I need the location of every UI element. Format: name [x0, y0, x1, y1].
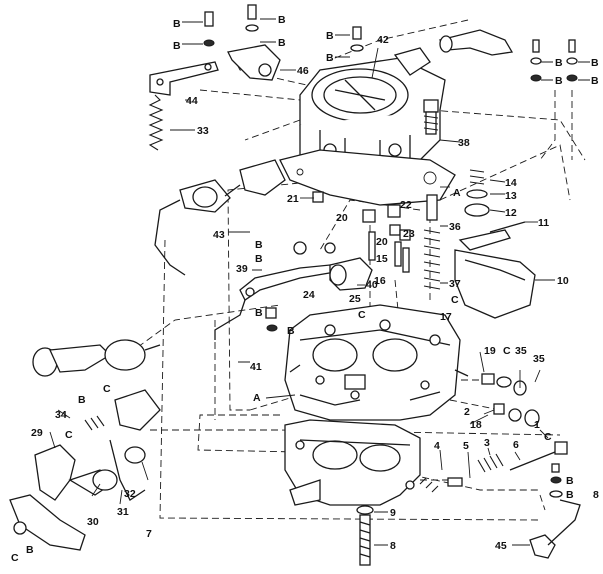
lever-44 — [149, 61, 219, 96]
label-b: B — [78, 394, 86, 406]
label-34: 34 — [55, 409, 67, 421]
needle-valve-38 — [423, 99, 439, 135]
label-42: 42 — [377, 34, 389, 46]
label-32: 32 — [124, 488, 136, 500]
label-b: B — [255, 307, 263, 319]
leader-lines — [49, 18, 590, 546]
screws-right — [481, 373, 540, 427]
label-37: 37 — [449, 278, 461, 290]
label-25: 25 — [349, 293, 361, 305]
label-20: 20 — [336, 212, 348, 224]
label-c: C — [103, 383, 111, 395]
link-46 — [227, 44, 281, 81]
label-b: B — [26, 544, 34, 556]
label-35: 35 — [533, 353, 545, 365]
label-b: B — [566, 475, 574, 487]
label-10: 10 — [557, 275, 569, 287]
label-b: B — [555, 57, 563, 69]
label-2: 2 — [464, 406, 470, 418]
choke-lever — [32, 339, 161, 377]
label-4: 4 — [434, 440, 440, 452]
label-41: 41 — [250, 361, 262, 373]
float-10 — [454, 229, 536, 319]
label-24: 24 — [303, 289, 315, 301]
throttle-body — [284, 419, 421, 506]
label-22: 22 — [400, 199, 412, 211]
label-b: B — [278, 37, 286, 49]
label-b: B — [591, 57, 599, 69]
left-linkage — [9, 389, 161, 551]
label-38: 38 — [458, 137, 470, 149]
label-b: B — [326, 30, 334, 42]
bolt-bottom — [356, 505, 374, 566]
spring-33 — [148, 94, 164, 151]
label-b: B — [173, 18, 181, 30]
label-7: 7 — [146, 528, 152, 540]
callout-labels: B B B B B B B B B B B B B B B B B B C C … — [11, 14, 599, 564]
label-c: C — [544, 431, 552, 443]
label-a: A — [453, 187, 461, 199]
solenoid-40 — [329, 257, 373, 291]
label-46: 46 — [297, 65, 309, 77]
label-6: 6 — [513, 439, 519, 451]
bracket-43 — [154, 159, 286, 276]
label-44: 44 — [186, 95, 198, 107]
label-17: 17 — [440, 311, 452, 323]
label-14: 14 — [505, 177, 517, 189]
label-5: 5 — [463, 440, 469, 452]
carburetor-body — [284, 304, 469, 421]
label-29: 29 — [31, 427, 43, 439]
label-b: B — [591, 75, 599, 87]
label-18: 18 — [470, 419, 482, 431]
label-b: B — [255, 253, 263, 265]
label-19: 19 — [484, 345, 496, 357]
top-gasket — [279, 149, 456, 206]
jets-middle — [312, 191, 411, 273]
pump-parts — [423, 169, 490, 290]
label-9: 9 — [390, 507, 396, 519]
fuel-inlet-elbow — [438, 29, 514, 56]
label-c: C — [358, 309, 366, 321]
label-b: B — [255, 239, 263, 251]
screw-41-area — [265, 307, 278, 332]
label-13: 13 — [505, 190, 517, 202]
label-20: 20 — [376, 236, 388, 248]
label-45: 45 — [495, 540, 507, 552]
label-a: A — [253, 392, 261, 404]
label-33: 33 — [197, 125, 209, 137]
label-3: 3 — [484, 437, 490, 449]
label-31: 31 — [117, 506, 129, 518]
label-36: 36 — [449, 221, 461, 233]
label-12: 12 — [505, 207, 517, 219]
label-c: C — [11, 552, 19, 564]
label-8: 8 — [390, 540, 396, 552]
screws-top — [203, 4, 578, 82]
label-8: 8 — [593, 489, 599, 501]
idle-screws — [419, 441, 568, 493]
label-c: C — [503, 345, 511, 357]
label-b: B — [555, 75, 563, 87]
lever-45 — [529, 463, 581, 559]
label-c: C — [451, 294, 459, 306]
label-b: B — [173, 40, 181, 52]
float-pin-11 — [489, 221, 526, 233]
label-c: C — [65, 429, 73, 441]
label-15: 15 — [376, 253, 388, 265]
label-30: 30 — [87, 516, 99, 528]
label-b: B — [287, 325, 295, 337]
label-35: 35 — [515, 345, 527, 357]
label-b: B — [326, 52, 334, 64]
label-11: 11 — [538, 217, 549, 229]
label-b: B — [278, 14, 286, 26]
label-23: 23 — [403, 228, 415, 240]
label-16: 16 — [374, 275, 386, 287]
label-21: 21 — [287, 193, 299, 205]
label-39: 39 — [236, 263, 248, 275]
label-40: 40 — [366, 279, 378, 291]
label-1: 1 — [534, 419, 540, 431]
label-43: 43 — [213, 229, 225, 241]
label-b: B — [566, 489, 574, 501]
